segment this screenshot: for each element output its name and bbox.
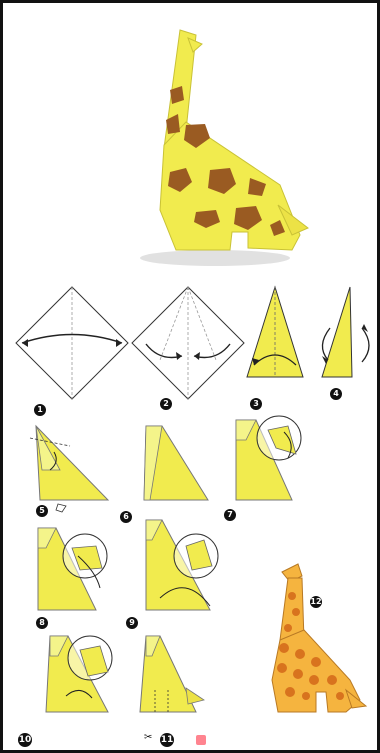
step-number-2: 2 [160, 398, 172, 410]
step-number-6: 6 [120, 511, 132, 523]
step-9-diagram [146, 520, 218, 610]
step-number-7: 7 [224, 509, 236, 521]
step-1-diagram [16, 287, 128, 399]
step-2-diagram [132, 287, 244, 399]
step-number-8: 8 [36, 617, 48, 629]
step-5-diagram [30, 426, 108, 512]
step-number-1: 1 [34, 404, 46, 416]
step-7-diagram [236, 416, 301, 500]
step-number-4: 4 [330, 388, 342, 400]
step-10-diagram [46, 636, 112, 712]
step-number-10: 10 [18, 733, 32, 747]
step-11-diagram [140, 636, 204, 712]
step-number-12: 12 [310, 596, 322, 608]
step-12-finished-giraffe [272, 564, 366, 712]
red-mark [196, 735, 206, 745]
step-number-5: 5 [36, 505, 48, 517]
step-6-diagram [144, 426, 208, 500]
step-number-11: 11 [160, 733, 174, 747]
step-number-9: 9 [126, 617, 138, 629]
finished-giraffe-photo [140, 30, 308, 266]
step-4-diagram [322, 287, 369, 377]
step-number-3: 3 [250, 398, 262, 410]
step-8-diagram [38, 528, 107, 610]
step-3-diagram [247, 287, 303, 377]
scissors-icon: ✂ [144, 732, 152, 743]
